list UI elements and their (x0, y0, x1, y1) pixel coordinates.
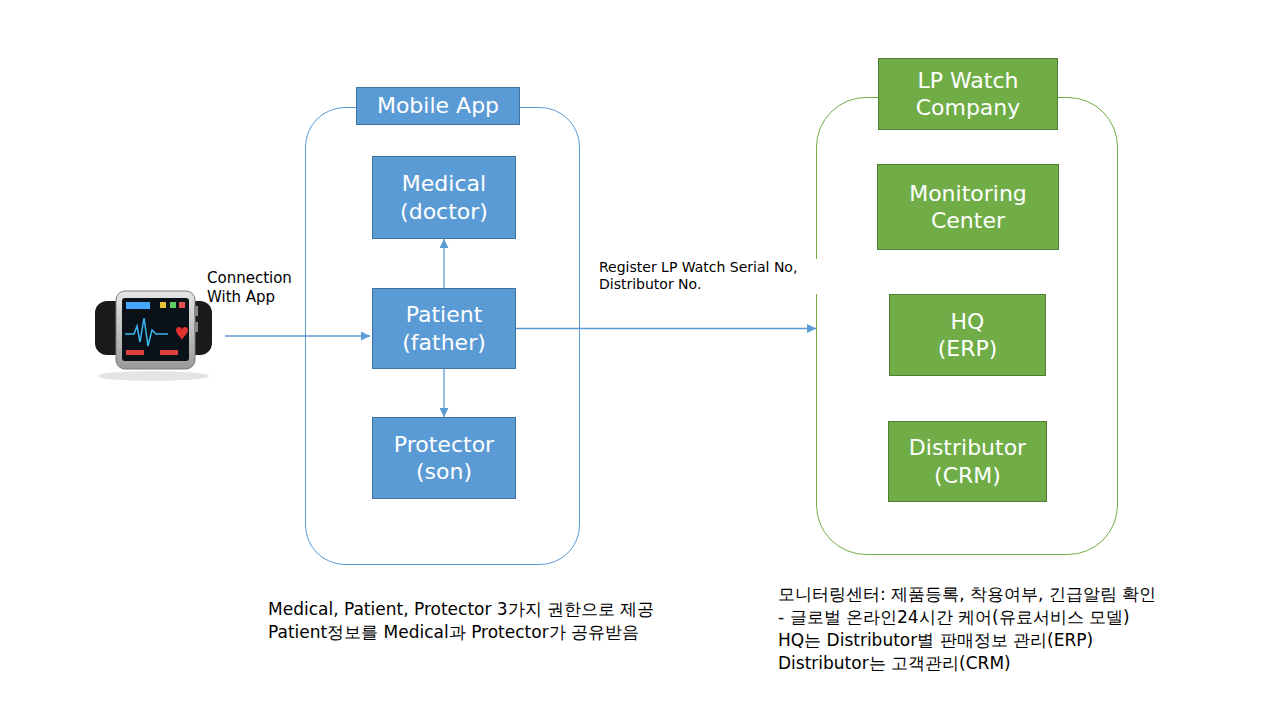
watch-shadow (97, 371, 209, 381)
note-text: HQ는 Distributor별 판매정보 관리(ERP) (778, 630, 1093, 651)
connector-arrow (443, 239, 444, 288)
box-text: Medical (doctor) (380, 170, 508, 225)
watch-pulse (125, 318, 168, 346)
note-text: Distributor는 고객관리(CRM) (778, 653, 1011, 674)
connector-arrow (443, 369, 444, 417)
watch-heart (176, 327, 188, 340)
watch-icon (179, 302, 185, 308)
group-container: Mobile AppMedical (doctor)Patient (fathe… (305, 107, 580, 565)
watch-icon (170, 302, 176, 308)
process-box: Monitoring Center (877, 164, 1059, 250)
connector-arrow (516, 328, 816, 329)
watch-icon (160, 302, 166, 308)
box-text: HQ (ERP) (933, 308, 1003, 363)
note-text: Medical, Patient, Protector 3가지 권한으로 제공 (268, 599, 654, 620)
process-box: HQ (ERP) (889, 294, 1046, 376)
process-box: Patient (father) (372, 288, 516, 369)
note-text: Connection With App (207, 269, 307, 307)
box-text: Monitoring Center (885, 180, 1051, 235)
box-text: Distributor (CRM) (896, 434, 1039, 489)
watch-screen (122, 298, 189, 361)
note-text: Patient정보를 Medical과 Protector가 공유받음 (268, 622, 639, 643)
process-box: Distributor (CRM) (888, 421, 1047, 502)
process-box: Protector (son) (372, 417, 516, 499)
watch-readout (160, 350, 178, 355)
connection-arrow (225, 335, 370, 336)
watch-readout (126, 350, 144, 355)
watch-button (194, 306, 198, 316)
edge-label: Register LP Watch Serial No, Distributor… (599, 259, 834, 294)
box-text: Patient (father) (380, 301, 508, 356)
group-title: LP Watch Company (878, 58, 1058, 130)
watch-button (194, 322, 198, 332)
process-box: Medical (doctor) (372, 156, 516, 239)
group-title: Mobile App (356, 87, 520, 125)
note-text: - 글로벌 온라인24시간 케어(유료서비스 모델) (778, 607, 1130, 628)
note-text: 모니터링센터: 제품등록, 착용여부, 긴급알림 확인 (778, 584, 1156, 605)
box-text: Protector (son) (380, 431, 508, 486)
watch-case (116, 291, 195, 369)
watch-clock (126, 302, 150, 309)
group-container: LP Watch CompanyMonitoring CenterHQ (ERP… (816, 97, 1118, 555)
